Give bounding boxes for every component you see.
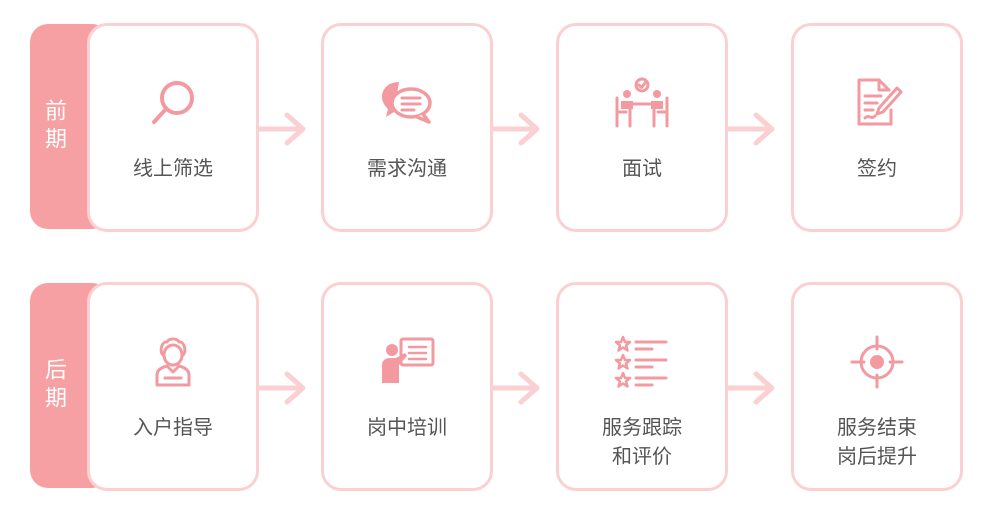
step-card: 入户指导 bbox=[87, 282, 259, 491]
interview-table-icon bbox=[559, 76, 725, 130]
arrow-right-icon bbox=[257, 371, 306, 405]
step-label: 服务结束 岗后提升 bbox=[837, 415, 917, 468]
step-label: 签约 bbox=[857, 156, 897, 180]
step-card: 面试 bbox=[556, 23, 728, 232]
step-card: 服务跟踪 和评价 bbox=[556, 282, 728, 491]
arrow-right-icon bbox=[491, 112, 540, 146]
phase-label: 后期 bbox=[41, 357, 66, 414]
presenter-board-icon bbox=[324, 335, 490, 389]
step-label: 服务跟踪 和评价 bbox=[602, 415, 682, 468]
star-rating-list-icon bbox=[559, 335, 725, 389]
step-card: 岗中培训 bbox=[321, 282, 493, 491]
chat-bubbles-icon bbox=[324, 76, 490, 130]
person-avatar-icon bbox=[90, 335, 256, 389]
step-label: 线上筛选 bbox=[133, 156, 213, 180]
phase-label: 前期 bbox=[41, 98, 66, 155]
arrow-right-icon bbox=[726, 112, 775, 146]
target-icon bbox=[794, 335, 960, 389]
arrow-right-icon bbox=[491, 371, 540, 405]
arrow-right-icon bbox=[257, 112, 306, 146]
step-card: 签约 bbox=[791, 23, 963, 232]
step-card: 需求沟通 bbox=[321, 23, 493, 232]
arrow-right-icon bbox=[726, 371, 775, 405]
step-label: 入户指导 bbox=[133, 415, 213, 439]
step-label: 岗中培训 bbox=[367, 415, 447, 439]
magnifier-icon bbox=[90, 76, 256, 130]
contract-sign-icon bbox=[794, 76, 960, 130]
step-card: 线上筛选 bbox=[87, 23, 259, 232]
step-label: 需求沟通 bbox=[367, 156, 447, 180]
step-label: 面试 bbox=[622, 156, 662, 180]
step-card: 服务结束 岗后提升 bbox=[791, 282, 963, 491]
